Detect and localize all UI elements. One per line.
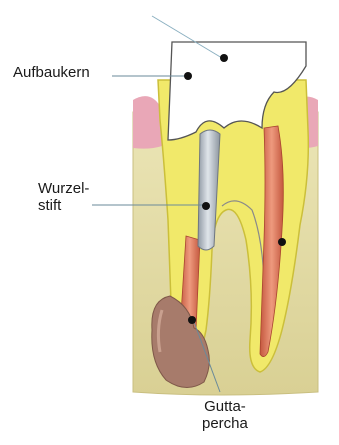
marker-dot-post <box>202 202 210 210</box>
marker-dot-gp <box>188 316 196 324</box>
label-wurzelstift: Wurzel- stift <box>38 180 89 214</box>
label-aufbaukern: Aufbaukern <box>13 64 90 81</box>
label-wurzelstift-line2: stift <box>38 197 89 214</box>
marker-dot-right-canal <box>278 238 286 246</box>
gum-tissue <box>133 96 162 149</box>
label-wurzelstift-line1: Wurzel- <box>38 180 89 197</box>
marker-dot-top <box>220 54 228 62</box>
label-guttapercha: Gutta- percha <box>202 398 248 432</box>
label-guttapercha-line2: percha <box>202 415 248 432</box>
marker-dot-core <box>184 72 192 80</box>
label-guttapercha-line1: Gutta- <box>202 398 248 415</box>
